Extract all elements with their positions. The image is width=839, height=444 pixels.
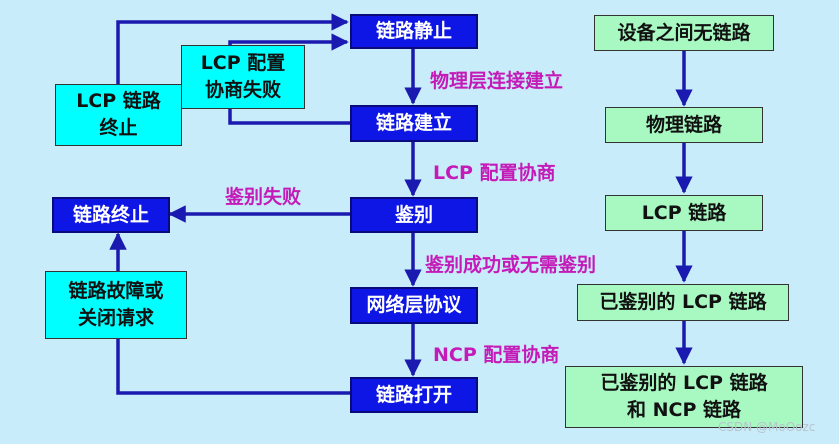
state-link-terminate: 链路终止: [52, 197, 170, 233]
label-ncp-negotiate: NCP 配置协商: [433, 344, 560, 366]
watermark: CSDN @MoOozc: [718, 420, 816, 434]
link-state-authed-lcp: 已鉴别的 LCP 链路: [577, 284, 789, 321]
state-network-layer: 网络层协议: [350, 287, 478, 324]
state-authenticate: 鉴别: [350, 197, 478, 233]
link-state-physical: 物理链路: [605, 107, 763, 143]
link-state-authed-lcp-ncp: 已鉴别的 LCP 链路 和 NCP 链路: [565, 366, 803, 428]
arrow-lcp-terminate-to-dead: [116, 13, 349, 84]
state-link-open: 链路打开: [350, 377, 478, 413]
box-lcp-config-fail: LCP 配置 协商失败: [181, 45, 305, 109]
box-fault-or-close: 链路故障或 关闭请求: [45, 271, 187, 339]
label-auth-fail: 鉴别失败: [225, 186, 302, 208]
link-state-no-link: 设备之间无链路: [594, 15, 774, 51]
box-lcp-terminate: LCP 链路 终止: [55, 84, 182, 146]
label-lcp-negotiate: LCP 配置协商: [433, 162, 556, 184]
label-physical-up: 物理层连接建立: [430, 70, 564, 92]
state-link-dead: 链路静止: [350, 14, 478, 49]
state-link-establish: 链路建立: [350, 105, 478, 142]
link-state-lcp: LCP 链路: [605, 195, 763, 231]
label-auth-ok: 鉴别成功或无需鉴别: [425, 254, 597, 276]
